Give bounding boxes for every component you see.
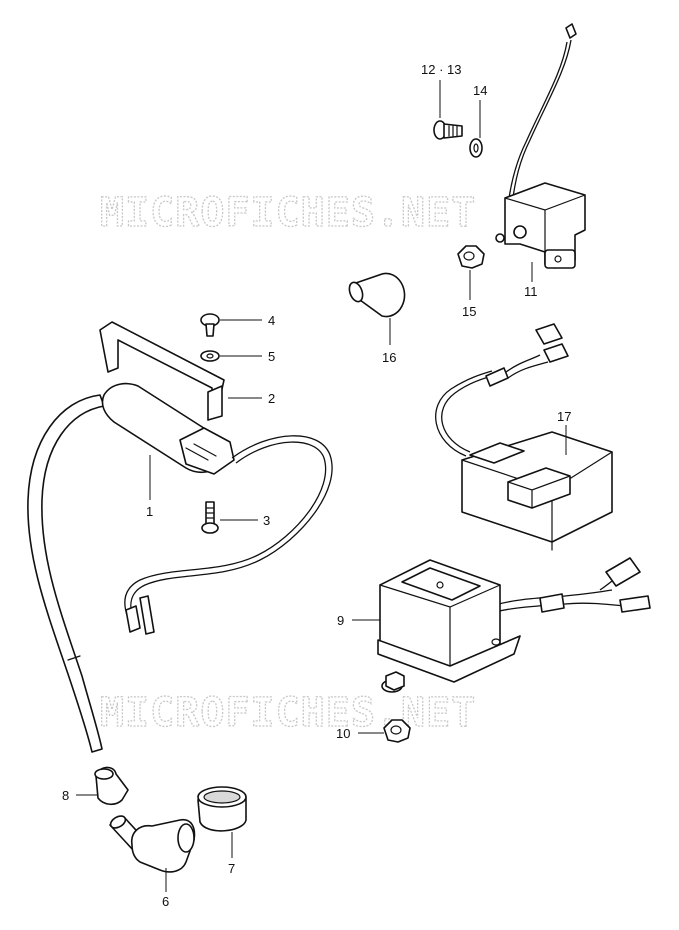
leader-lines xyxy=(76,80,567,892)
callout-14: 14 xyxy=(473,83,487,98)
callout-9: 9 xyxy=(337,613,344,628)
callout-17: 17 xyxy=(557,409,571,424)
watermark-bottom: MICROFICHES.NET xyxy=(100,690,476,736)
callout-2: 2 xyxy=(268,391,275,406)
sleeve-part-7 xyxy=(197,786,247,832)
callout-1: 1 xyxy=(146,504,153,519)
callout-7: 7 xyxy=(228,861,235,876)
bolt-part-12-13 xyxy=(433,120,463,140)
regulator-part-9 xyxy=(377,557,651,693)
nut-part-15 xyxy=(457,245,485,269)
callout-8: 8 xyxy=(62,788,69,803)
plug-cap-part-6 xyxy=(109,815,196,873)
cdi-unit-part-17 xyxy=(435,323,613,551)
callout-3: 3 xyxy=(263,513,270,528)
screw-part-3 xyxy=(201,501,219,534)
starter-relay-part-11 xyxy=(495,23,586,269)
callout-6: 6 xyxy=(162,894,169,909)
ignition-coil-part-1 xyxy=(27,321,333,753)
cap-part-16 xyxy=(348,272,406,318)
plug-boot-part-8 xyxy=(94,766,129,806)
callout-4: 4 xyxy=(268,313,275,328)
washer-part-5 xyxy=(200,350,220,362)
watermark-top: MICROFICHES.NET xyxy=(100,190,476,236)
screw-part-4 xyxy=(200,313,220,337)
callout-10: 10 xyxy=(336,726,350,741)
callout-16: 16 xyxy=(382,350,396,365)
callout-11: 11 xyxy=(524,284,538,299)
callout-12-13: 12 · 13 xyxy=(421,62,461,77)
washer-part-14 xyxy=(469,138,483,158)
callout-15: 15 xyxy=(462,304,476,319)
nut-part-10 xyxy=(383,719,411,743)
callout-5: 5 xyxy=(268,349,275,364)
